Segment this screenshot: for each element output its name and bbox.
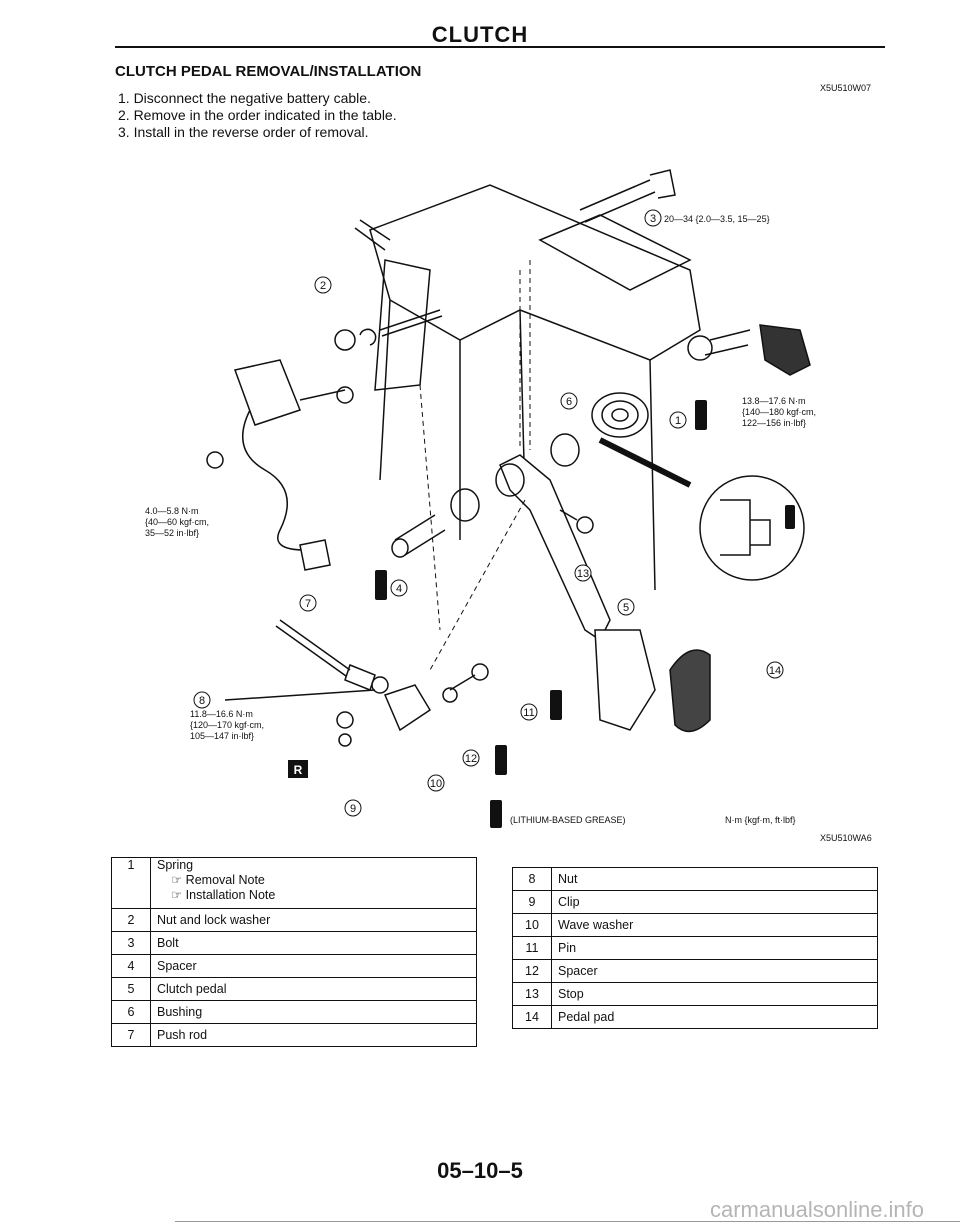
units-legend-label: N·m {kgf·m, ft·lbf}	[725, 815, 796, 825]
parts-table-left: 1 Spring ☞ Removal Note ☞ Installation N…	[111, 857, 477, 1047]
callout-14: 14	[769, 665, 781, 677]
callout-9: 9	[350, 803, 356, 815]
part-number: 11	[512, 936, 552, 960]
callout-7: 7	[305, 598, 311, 610]
diagram-linework	[206, 169, 811, 747]
part-number: 9	[512, 890, 552, 914]
section-code: X5U510W07	[820, 83, 872, 93]
part-name: Pedal pad	[551, 1005, 878, 1029]
part-number: 6	[111, 1000, 151, 1024]
part-name: Spacer	[150, 954, 477, 978]
step-1: 1. Disconnect the negative battery cable…	[118, 90, 371, 106]
page-number: 05–10–5	[437, 1158, 523, 1183]
part-number: 4	[111, 954, 151, 978]
torque-nut-left-line-1: 4.0—5.8 N·m	[145, 506, 199, 516]
torque-switch-line-2: {140—180 kgf·cm,	[742, 407, 816, 417]
torque-nut-left-line-2: {40—60 kgf·cm,	[145, 517, 209, 527]
part-number: 13	[512, 982, 552, 1006]
part-name: Spring	[157, 858, 194, 872]
callout-numbers: 1 2 3 4 5 6 7 8 9 10 11 12 13 14	[199, 213, 781, 815]
part-name: Clutch pedal	[150, 977, 477, 1001]
replace-part-icon	[288, 760, 308, 778]
section-title: CLUTCH PEDAL REMOVAL/INSTALLATION	[115, 63, 422, 80]
part-number: 10	[512, 913, 552, 937]
replace-mark-label: R	[294, 763, 303, 777]
part-name: Wave washer	[551, 913, 878, 937]
torque-bolt-label: 20—34 {2.0—3.5, 15—25}	[664, 214, 770, 224]
callout-4: 4	[396, 583, 402, 595]
callout-8: 8	[199, 695, 205, 707]
callout-2: 2	[320, 280, 326, 292]
torque-nut-8-line-2: {120—170 kgf·cm,	[190, 720, 264, 730]
part-name: Nut and lock washer	[150, 908, 477, 932]
part-number: 8	[512, 867, 552, 891]
torque-nut-8-line-3: 105—147 in·lbf}	[190, 731, 254, 741]
torque-switch-line-1: 13.8—17.6 N·m	[742, 396, 806, 406]
part-number: 1	[111, 857, 151, 909]
part-name: Nut	[551, 867, 878, 891]
removal-note-link[interactable]: ☞ Removal Note	[171, 873, 265, 887]
step-2: 2. Remove in the order indicated in the …	[118, 107, 397, 123]
callout-3: 3	[650, 213, 656, 225]
watermark-text: carmanualsonline.info	[710, 1197, 925, 1222]
grease-legend-label: (LITHIUM-BASED GREASE)	[510, 815, 626, 825]
table-row: 1 Spring ☞ Removal Note ☞ Installation N…	[111, 857, 477, 909]
part-name: Stop	[551, 982, 878, 1006]
footer-rule	[175, 1221, 960, 1222]
callout-6: 6	[566, 396, 572, 408]
torque-switch-line-3: 122—156 in·lbf}	[742, 418, 806, 428]
callout-10: 10	[430, 778, 442, 790]
callout-1: 1	[675, 415, 681, 427]
step-3: 3. Install in the reverse order of remov…	[118, 124, 369, 140]
callout-circles	[193, 209, 784, 817]
part-name: Clip	[551, 890, 878, 914]
part-name: Pin	[551, 936, 878, 960]
part-number: 2	[111, 908, 151, 932]
torque-nut-left-line-3: 35—52 in·lbf}	[145, 528, 199, 538]
grease-icons	[375, 400, 795, 828]
clutch-pedal-exploded-diagram: R 1 2 3 4 5 6 7 8 9 10 11 12 13 14 20—34…	[145, 169, 816, 828]
figure-code: X5U510WA6	[820, 833, 872, 843]
instruction-steps: 1. Disconnect the negative battery cable…	[118, 90, 397, 141]
part-name-cell: Spring ☞ Removal Note ☞ Installation Not…	[150, 857, 477, 909]
callout-13: 13	[577, 568, 589, 580]
page-header-title: CLUTCH	[431, 22, 529, 47]
header-rule	[115, 46, 885, 48]
part-name: Bushing	[150, 1000, 477, 1024]
part-name: Spacer	[551, 959, 878, 983]
part-number: 12	[512, 959, 552, 983]
callout-12: 12	[465, 753, 477, 765]
torque-nut-8-line-1: 11.8—16.6 N·m	[190, 709, 253, 719]
callout-11: 11	[523, 707, 534, 719]
installation-note-link[interactable]: ☞ Installation Note	[171, 888, 276, 902]
part-name: Push rod	[150, 1023, 477, 1047]
callout-5: 5	[623, 602, 629, 614]
part-number: 3	[111, 931, 151, 955]
part-number: 7	[111, 1023, 151, 1047]
part-number: 5	[111, 977, 151, 1001]
part-number: 14	[512, 1005, 552, 1029]
part-name: Bolt	[150, 931, 477, 955]
